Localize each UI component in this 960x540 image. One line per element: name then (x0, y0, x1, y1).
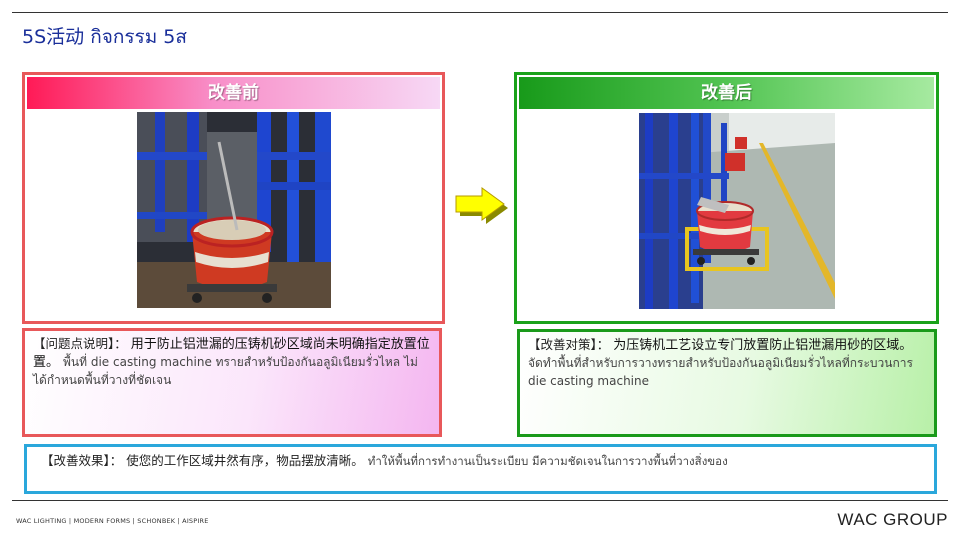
after-panel: 改善后 (514, 72, 939, 324)
footer-brands: WAC LIGHTING | MODERN FORMS | SCHONBEK |… (16, 517, 209, 525)
before-description-th: พื้นที่ die casting machine ทรายสำหรับป้… (33, 355, 418, 387)
effect-label: 【改善效果】： (41, 453, 123, 468)
after-description-box: 【改善对策】： 为压铸机工艺设立专门放置防止铝泄漏用砂的区域。 จัดทำพื้… (517, 329, 937, 437)
after-description-cn: 为压铸机工艺设立专门放置防止铝泄漏用砂的区域。 (613, 338, 913, 353)
before-description-cn: 用于防止铝泄漏的压铸机砂区域尚未明确指定放置位置。 (33, 337, 430, 370)
top-rule (12, 12, 948, 13)
sand-bucket-machine-image (137, 112, 331, 308)
after-header: 改善后 (519, 77, 934, 109)
sand-bucket-marked-area-image (639, 113, 835, 309)
after-description-label: 【改善对策】： (528, 337, 610, 352)
effect-description-cn: 使您的工作区域井然有序，物品摆放清晰。 (126, 453, 364, 468)
before-header: 改善前 (27, 77, 440, 109)
wac-group-logo: WAC GROUP (837, 510, 948, 529)
before-photo (137, 112, 331, 308)
right-arrow-icon (455, 187, 508, 224)
before-description-label: 【问题点说明】： (33, 336, 127, 351)
effect-description-th: ทำให้พื้นที่การทำงานเป็นระเบียบ มีความชั… (367, 454, 728, 468)
page-title: 5S活动 กิจกรรม 5ส (22, 26, 187, 48)
improvement-effect-box: 【改善效果】： 使您的工作区域井然有序，物品摆放清晰。 ทำให้พื้นที่… (24, 444, 937, 494)
before-panel: 改善前 (22, 72, 445, 324)
bottom-rule (12, 500, 948, 501)
after-description-th: จัดทำพื้นที่สำหรับการวางทรายสำหรับป้องกั… (528, 356, 913, 388)
before-description-box: 【问题点说明】： 用于防止铝泄漏的压铸机砂区域尚未明确指定放置位置。 พื้นท… (22, 328, 442, 437)
after-photo (639, 113, 835, 309)
